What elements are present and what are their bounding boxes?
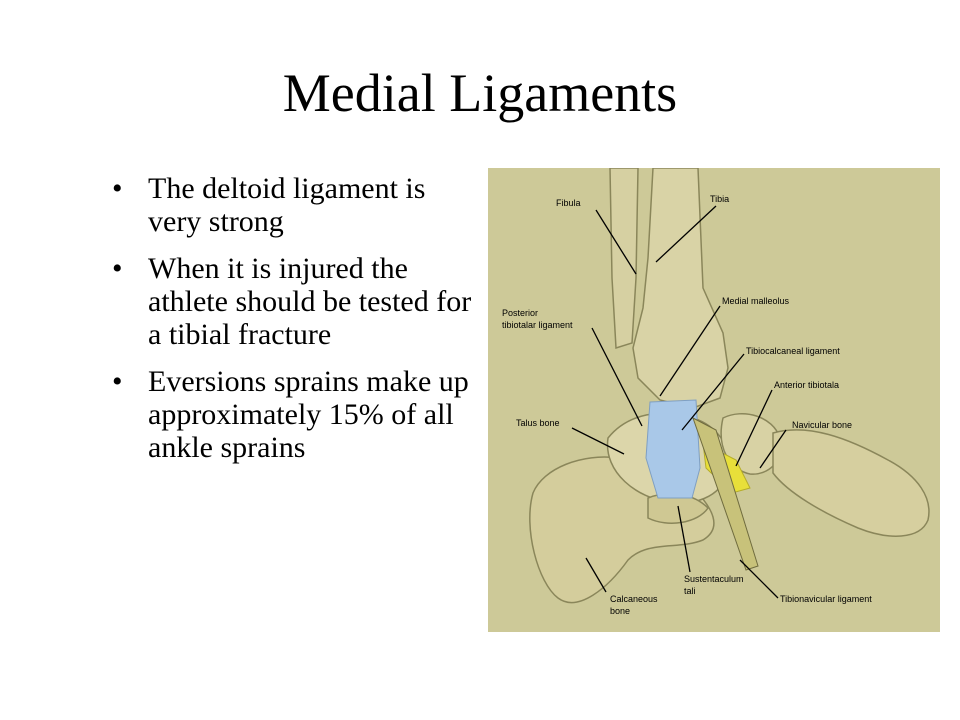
label-sustentaculum-1: Sustentaculum xyxy=(684,574,744,584)
bullet-text: Eversions sprains make up approximately … xyxy=(148,365,469,464)
ankle-anatomy-figure: Fibula Tibia Medial malleolus Posterior … xyxy=(488,168,940,632)
bullet-dot-icon: • xyxy=(112,252,123,285)
bullet-item: • Eversions sprains make up approximatel… xyxy=(112,365,472,464)
label-fibula: Fibula xyxy=(556,198,581,208)
tibionavicular-ligament xyxy=(692,416,759,571)
tibia-bone xyxy=(632,168,729,409)
bone-shapes xyxy=(529,168,930,604)
deltoid-ligament-blue xyxy=(645,399,701,499)
label-calcaneous-1: Calcaneous xyxy=(610,594,658,604)
label-medial-malleolus: Medial malleolus xyxy=(722,296,790,306)
ankle-diagram: Fibula Tibia Medial malleolus Posterior … xyxy=(502,168,930,616)
bullet-dot-icon: • xyxy=(112,172,123,205)
bullet-text: The deltoid ligament is very strong xyxy=(148,172,426,238)
label-anterior-tibiotalar: Anterior tibiotala xyxy=(774,380,839,390)
label-navicular: Navicular bone xyxy=(792,420,852,430)
label-posterior-1: Posterior xyxy=(502,308,538,318)
label-tibia: Tibia xyxy=(710,194,729,204)
label-talus: Talus bone xyxy=(516,418,560,428)
label-tibiocalcaneal: Tibiocalcaneal ligament xyxy=(746,346,840,356)
figure-labels: Fibula Tibia Medial malleolus Posterior … xyxy=(502,194,872,616)
bullet-item: • The deltoid ligament is very strong xyxy=(112,172,472,238)
label-tibionavicular: Tibionavicular ligament xyxy=(780,594,872,604)
pointer-lines xyxy=(571,205,787,599)
bullet-text: When it is injured the athlete should be… xyxy=(148,252,472,351)
label-calcaneous-2: bone xyxy=(610,606,630,616)
bullet-list: • The deltoid ligament is very strong • … xyxy=(112,172,472,478)
bullet-item: • When it is injured the athlete should … xyxy=(112,252,472,351)
slide-title: Medial Ligaments xyxy=(282,63,678,123)
midfoot-bones xyxy=(772,429,930,537)
label-sustentaculum-2: tali xyxy=(684,586,696,596)
label-posterior-2: tibiotalar ligament xyxy=(502,320,573,330)
bullet-dot-icon: • xyxy=(112,365,123,398)
fibula-bone xyxy=(609,168,639,350)
